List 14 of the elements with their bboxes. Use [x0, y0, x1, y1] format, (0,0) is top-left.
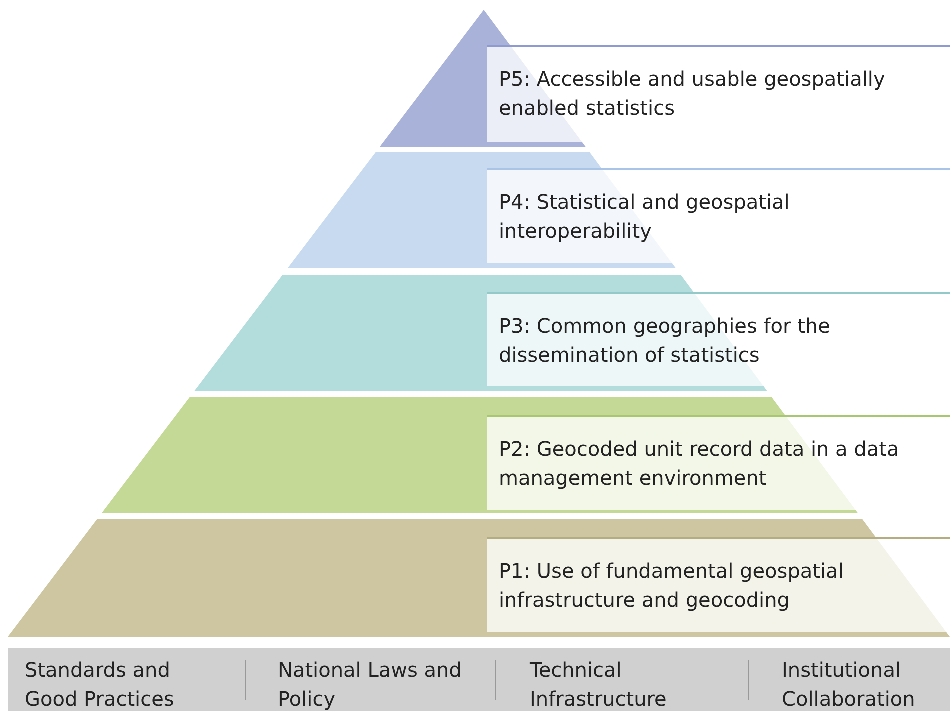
pyramid-layer: [194, 275, 950, 391]
layer-label: P5: Accessible and usable geospatially enabled statistics: [487, 45, 950, 142]
pyramid-layer: [288, 152, 950, 268]
layer-label: P3: Common geographies for the dissemination of statistics: [487, 292, 950, 386]
layer-label: P1: Use of fundamental geospatial infrastructure and geocoding: [487, 537, 950, 632]
pyramid-layer: [102, 397, 950, 513]
pillar-label: Institutional Collaboration: [782, 657, 916, 711]
pillar-label: Technical Infrastructure: [530, 657, 668, 711]
layer-label: P4: Statistical and geospatial interoperability: [487, 168, 950, 263]
layer-label: P2: Geocoded unit record data in a data management environment: [487, 415, 950, 510]
pillar-label: National Laws and Policy: [278, 657, 463, 711]
pillar-label: Standards and Good Practices: [25, 657, 176, 711]
pyramid-layer: [8, 519, 950, 637]
pyramid-layer: [379, 10, 950, 147]
